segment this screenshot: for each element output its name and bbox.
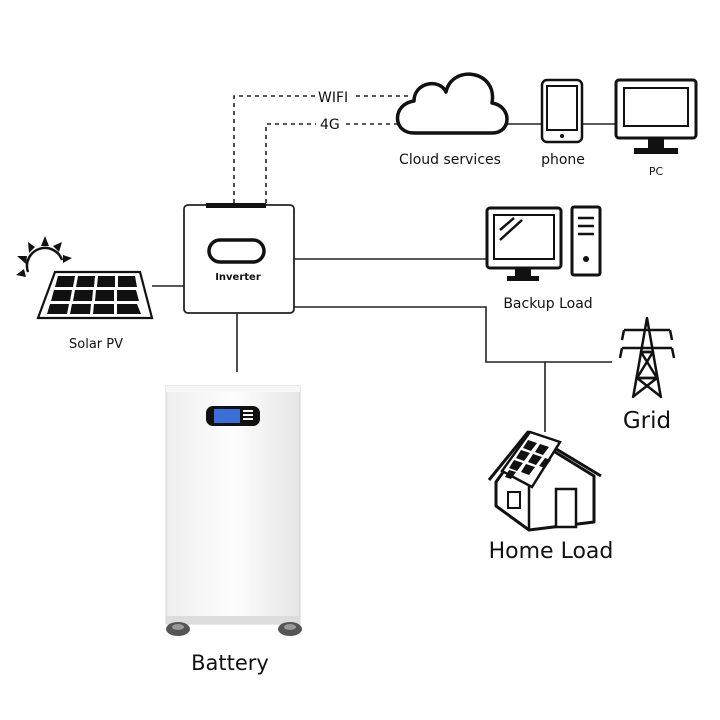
- link-4g: [265, 123, 316, 203]
- phone-label: phone: [541, 152, 585, 168]
- grid-label: Grid: [623, 408, 671, 434]
- cloud-label: Cloud services: [399, 152, 501, 168]
- inverter-label: Inverter: [215, 272, 261, 283]
- phone-icon: phone: [540, 78, 585, 168]
- 4g-label: 4G: [320, 117, 340, 133]
- solar-label: Solar PV: [69, 337, 123, 352]
- sun-icon: [16, 236, 72, 277]
- pc-label: PC: [649, 165, 664, 178]
- cloud-icon: Cloud services: [395, 72, 509, 168]
- home-load-icon: Home Load: [487, 430, 614, 564]
- battery-unit: Battery: [165, 385, 302, 675]
- backup-load-label: Backup Load: [503, 296, 592, 312]
- battery-label: Battery: [191, 651, 269, 675]
- link-inverter-grid: [294, 306, 612, 363]
- home-load-label: Home Load: [489, 539, 614, 564]
- inverter-display: [207, 238, 266, 264]
- pc-tower-icon: [570, 205, 602, 277]
- home-door: [554, 487, 578, 529]
- solar-panel: Solar PV: [16, 236, 154, 352]
- wireless-links: [233, 95, 410, 203]
- connection-lines: [152, 123, 616, 432]
- link-wifi: [233, 95, 316, 203]
- pc-icon: PC: [614, 78, 698, 178]
- inverter-unit: Inverter: [183, 203, 295, 314]
- backup-load-icon: Backup Load: [485, 205, 602, 312]
- grid-tower-icon: Grid: [618, 316, 676, 434]
- wifi-label: WIFI: [318, 90, 348, 106]
